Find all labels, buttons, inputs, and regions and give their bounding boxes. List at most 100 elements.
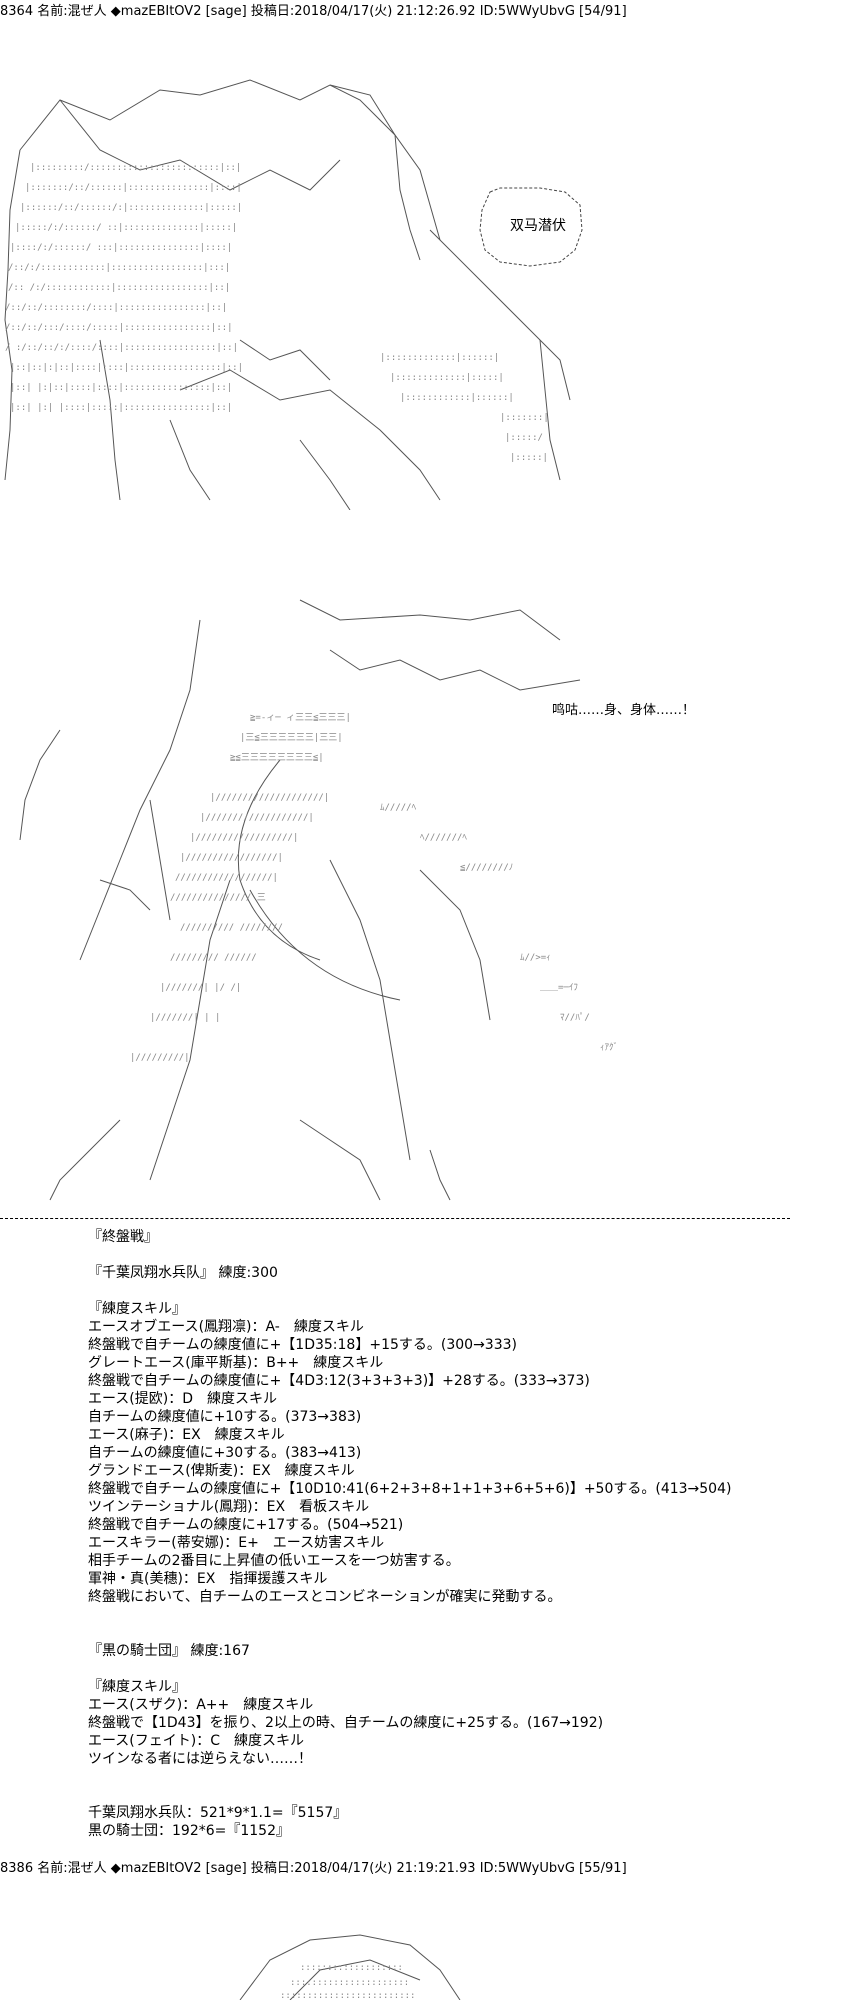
svg-text:/:: /:/::::::::::::|::::::::::: /:: /:/::::::::::::|:::::::::::::::::|::… bbox=[8, 283, 230, 293]
body-line: 黒の騎士団：192*6=『1152』 bbox=[88, 1823, 290, 1839]
body-line: 『終盤戦』 bbox=[88, 1229, 158, 1245]
body-line: グランドエース(俾斯麦)：EX 練度スキル bbox=[88, 1463, 355, 1479]
svg-text:ﾑ/////ﾍ: ﾑ/////ﾍ bbox=[380, 803, 417, 813]
body-line: 相手チームの2番目に上昇値の低いエースを一つ妨害する。 bbox=[88, 1553, 460, 1569]
body-line bbox=[88, 1246, 788, 1264]
body-line: 終盤戦で【1D43】を振り、2以上の時、自チームの練度に+25する。(167→1… bbox=[88, 1715, 604, 1731]
body-line: ツインなる者には逆らえない……！ bbox=[88, 1751, 312, 1767]
svg-text:ﾏ//ﾊﾟ/: ﾏ//ﾊﾟ/ bbox=[560, 1012, 590, 1023]
svg-text:///////// //////: ///////// ////// bbox=[170, 953, 257, 963]
body-line: 自チームの練度値に+10する。(373→383) bbox=[88, 1409, 362, 1425]
ascii-art-partial: ::::::::::::::::::: ::::::::::::::::::::… bbox=[239, 1934, 461, 2000]
svg-text:/ :/::/::/:/::::/::::|::::::::: / :/::/::/:/::::/::::|:::::::::::::::::|… bbox=[5, 343, 238, 353]
body-line: グレートエース(庫平斯基)：B++ 練度スキル bbox=[88, 1355, 384, 1371]
poster-mail[interactable]: [sage] bbox=[205, 1861, 247, 1876]
body-line: エース(麻子)：EX 練度スキル bbox=[88, 1427, 285, 1443]
body-line: 終盤戦において、自チームのエースとコンビネーションが確実に発動する。 bbox=[88, 1589, 562, 1605]
post-date: 2018/04/17(火) 21:19:21.93 bbox=[294, 1861, 476, 1876]
post-body: 『終盤戦』『千葉凤翔水兵队』 練度:300『練度スキル』エースオブエース(鳳翔凛… bbox=[88, 1228, 788, 1840]
post-count: [54/91] bbox=[579, 4, 627, 19]
body-line bbox=[88, 1282, 788, 1300]
body-line: 終盤戦で自チームの練度に+17する。(504→521) bbox=[88, 1517, 404, 1533]
svg-text:|::| |:|::|::::|::::|::::::::: |::| |:|::|::::|::::|::::::::::::::::|::… bbox=[10, 383, 232, 393]
body-line: ツインテーショナル(鳳翔)：EX 看板スキル bbox=[88, 1499, 370, 1515]
post-header: 8386 名前:混ぜ人 ◆mazEBItOV2 [sage] 投稿日:2018/… bbox=[0, 1861, 627, 1877]
svg-text:|/////////|: |/////////| bbox=[130, 1053, 190, 1063]
post-count: [55/91] bbox=[579, 1861, 627, 1876]
body-line: エース(スザク)：A++ 練度スキル bbox=[88, 1697, 314, 1713]
svg-text:＿＿=─ｲﾌ: ＿＿=─ｲﾌ bbox=[540, 983, 578, 993]
body-line: エース(提欧)：D 練度スキル bbox=[88, 1391, 278, 1407]
body-line: 千葉凤翔水兵队：521*9*1.1=『5157』 bbox=[88, 1805, 348, 1821]
svg-text::::::::::::::::::::: ::::::::::::::::::: bbox=[300, 1963, 403, 1973]
ascii-art-crouching-figure: ≧=-ィ─ ィ三三≦三三三| |三≦三三三三三三|三三| ≧≦三三三三三三三三≦… bbox=[19, 599, 695, 1201]
body-line: 軍神・真(美穗)：EX 指揮援護スキル bbox=[88, 1571, 328, 1587]
svg-text:|:::::/:/::::::/ ::|::::::::::: |:::::/:/::::::/ ::|::::::::::::::|:::::… bbox=[15, 223, 237, 233]
svg-text:|:::::::::::::|:::::|: |:::::::::::::|:::::| bbox=[390, 373, 504, 383]
body-line bbox=[88, 1660, 788, 1678]
svg-text:|////////////////////|: |////////////////////| bbox=[210, 793, 329, 803]
svg-text:|//////////////////|: |//////////////////| bbox=[190, 833, 298, 843]
svg-text:ﾑ//>=ｨ: ﾑ//>=ｨ bbox=[520, 953, 551, 963]
svg-text:::::::::::::::::::::::: :::::::::::::::::::::: bbox=[290, 1978, 409, 1988]
svg-text:≦////////ﾉ: ≦////////ﾉ bbox=[460, 863, 513, 873]
svg-text:|:::::::/::/::::::|:::::::::::: |:::::::/::/::::::|:::::::::::::::|::::| bbox=[25, 183, 242, 193]
svg-text:|:::::::|: |:::::::| bbox=[500, 413, 549, 423]
poster-name[interactable]: 混ぜ人 bbox=[67, 1861, 107, 1876]
svg-text:|///////| | |: |///////| | | bbox=[150, 1013, 220, 1023]
body-line: 『練度スキル』 bbox=[88, 1679, 186, 1695]
svg-text::::::::::::::::::::::::::: ::::::::::::::::::::::::: bbox=[280, 1991, 415, 2000]
body-line bbox=[88, 1606, 788, 1624]
svg-text:ｨｱｸﾞ: ｨｱｸﾞ bbox=[600, 1042, 618, 1053]
svg-text:////////// ////////: ////////// //////// bbox=[180, 923, 283, 933]
body-line: 終盤戦で自チームの練度値に+【1D35:18】+15する。(300→333) bbox=[88, 1337, 517, 1353]
body-line: 『千葉凤翔水兵队』 練度:300 bbox=[88, 1265, 278, 1281]
post-number: 8386 bbox=[0, 1861, 34, 1876]
svg-text:|:::::::::::::|::::::|: |:::::::::::::|::::::| bbox=[380, 353, 499, 363]
svg-text://///////////// 三: /////////////// 三 bbox=[170, 893, 266, 903]
body-line bbox=[88, 1768, 788, 1786]
svg-text:/::/::/:::/::::/:::::|::::::::: /::/::/:::/::::/:::::|::::::::::::::::|:… bbox=[5, 323, 233, 333]
poster-name[interactable]: 混ぜ人 bbox=[67, 4, 107, 19]
svg-text:/::/::/::::::::/::::|:::::::::: /::/::/::::::::/::::|::::::::::::::::|::… bbox=[5, 303, 227, 313]
svg-text:|::::::/::/::::::/:|::::::::::: |::::::/::/::::::/:|::::::::::::::|:::::… bbox=[20, 203, 242, 213]
svg-text:|::|::|:|::|::::|::::|::::::::: |::|::|:|::|::::|::::|:::::::::::::::::|… bbox=[10, 363, 243, 373]
svg-text:ﾍ///////ﾍ: ﾍ///////ﾍ bbox=[420, 833, 467, 843]
section-divider bbox=[0, 1218, 790, 1219]
svg-text:|:::::/: |:::::/ bbox=[505, 433, 543, 443]
svg-text:|三≦三三三三三三|三三|: |三≦三三三三三三|三三| bbox=[240, 733, 343, 743]
body-line: 自チームの練度値に+30する。(383→413) bbox=[88, 1445, 362, 1461]
body-line: 『練度スキル』 bbox=[88, 1301, 186, 1317]
bubble-text: 双马潜伏 bbox=[510, 218, 566, 234]
date-label: 投稿日: bbox=[250, 4, 295, 19]
svg-text:|::| |:| |::::|:::::|:::::::: |::| |:| |::::|:::::|::::::::::::::::|::… bbox=[10, 403, 232, 413]
date-label: 投稿日: bbox=[250, 1861, 295, 1876]
post-number: 8364 bbox=[0, 4, 34, 19]
svg-text:|:::::::::/:::::::::::::::::::: |:::::::::/::::::::::::::::::::::::|::| bbox=[30, 163, 241, 173]
svg-text:≧=-ィ─ ィ三三≦三三三|: ≧=-ィ─ ィ三三≦三三三| bbox=[250, 713, 351, 723]
svg-text:|::::/:/::::::/ :::|::::::::::: |::::/:/::::::/ :::|:::::::::::::::|::::… bbox=[10, 243, 232, 253]
body-line: エースオブエース(鳳翔凛)：A- 練度スキル bbox=[88, 1319, 364, 1335]
svg-text:|/////////////////|: |/////////////////| bbox=[180, 853, 283, 863]
svg-text:|:::::|: |:::::| bbox=[510, 453, 548, 463]
name-label: 名前: bbox=[37, 4, 68, 19]
body-line: 『黒の騎士団』 練度:167 bbox=[88, 1643, 250, 1659]
name-label: 名前: bbox=[37, 1861, 68, 1876]
poster-trip: ◆mazEBItOV2 bbox=[110, 1861, 202, 1876]
poster-mail[interactable]: [sage] bbox=[205, 4, 247, 19]
svg-text:|::::::::::::|::::::|: |::::::::::::|::::::| bbox=[400, 393, 514, 403]
poster-id[interactable]: ID:5WWyUbvG bbox=[479, 1861, 575, 1876]
svg-text:≧≦三三三三三三三三≦|: ≧≦三三三三三三三三≦| bbox=[230, 753, 324, 763]
ascii-art-figures: |:::::::::/::::::::::::::::::::::::|::| … bbox=[4, 79, 583, 510]
poster-trip: ◆mazEBItOV2 bbox=[110, 4, 202, 19]
svg-text:|///////////////////|: |///////////////////| bbox=[200, 813, 314, 823]
svg-text:|///////| |/ /|: |///////| |/ /| bbox=[160, 983, 241, 993]
body-line: 終盤戦で自チームの練度値に+【10D10:41(6+2+3+8+1+1+3+6+… bbox=[88, 1481, 732, 1497]
post-header: 8364 名前:混ぜ人 ◆mazEBItOV2 [sage] 投稿日:2018/… bbox=[0, 4, 627, 20]
post-date: 2018/04/17(火) 21:12:26.92 bbox=[294, 4, 476, 19]
body-line bbox=[88, 1624, 788, 1642]
body-line: 終盤戦で自チームの練度値に+【4D3:12(3+3+3+3)】+28する。(33… bbox=[88, 1373, 590, 1389]
body-line: エースキラー(蒂安娜)：E+ エース妨害スキル bbox=[88, 1535, 385, 1551]
body-line bbox=[88, 1786, 788, 1804]
poster-id[interactable]: ID:5WWyUbvG bbox=[479, 4, 575, 19]
